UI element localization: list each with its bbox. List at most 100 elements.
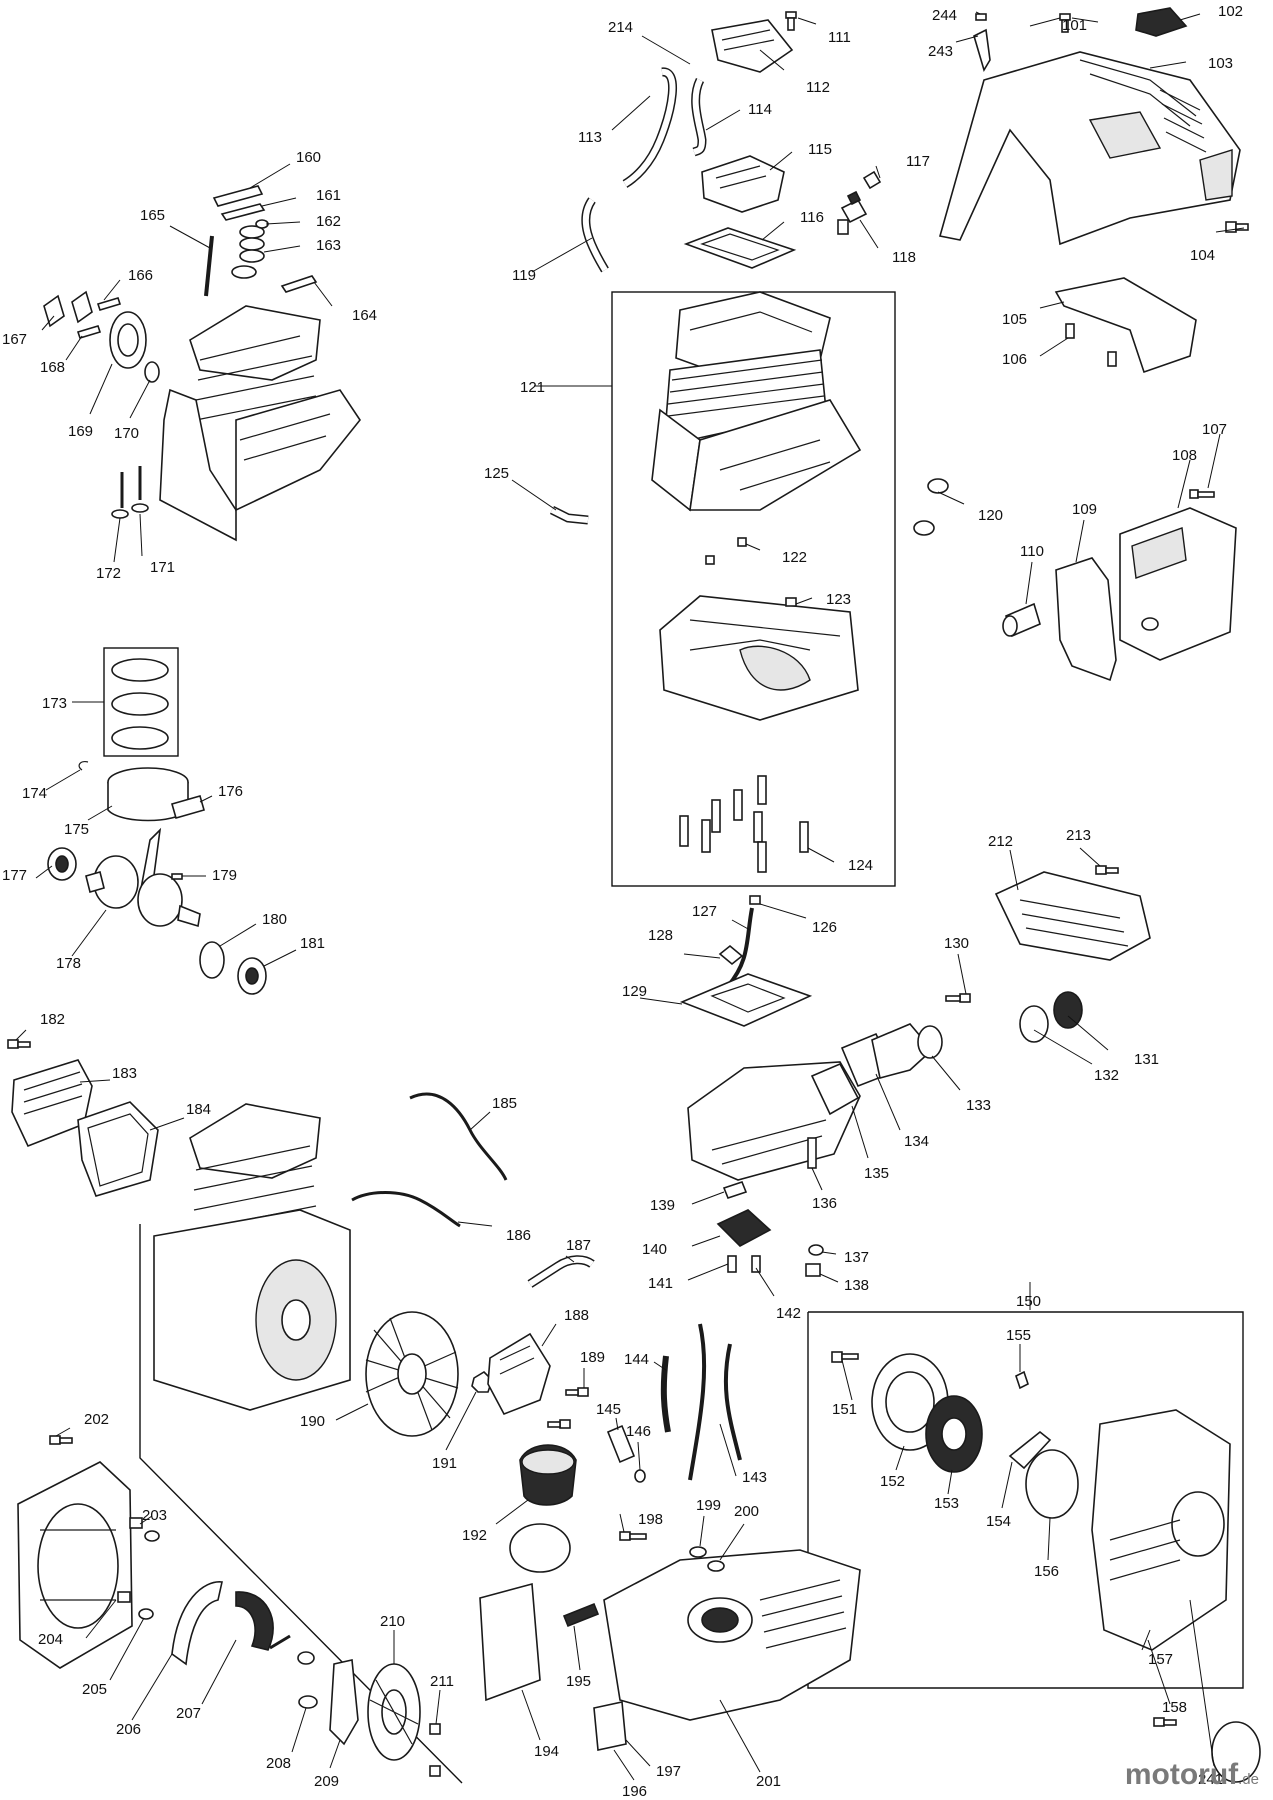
screw-151 (831, 1351, 859, 1363)
label-118: 118 (892, 249, 916, 266)
label-243: 243 (928, 43, 953, 60)
label-182: 182 (40, 1011, 65, 1028)
plate-139 (722, 1181, 748, 1199)
heat-shield-109 (1055, 557, 1117, 682)
label-180: 180 (262, 911, 287, 928)
ignition-wire-186 (351, 1191, 461, 1228)
label-144: 144 (624, 1351, 649, 1368)
label-119: 119 (512, 267, 536, 284)
label-128: 128 (648, 927, 673, 944)
label-214: 214 (608, 19, 633, 36)
cap-131 (1053, 991, 1083, 1029)
label-197 (593, 1701, 627, 1751)
seal-195 (562, 1602, 600, 1628)
label-114: 114 (748, 101, 772, 118)
label-161: 161 (316, 187, 341, 204)
fuel-lines-143 (688, 1323, 742, 1481)
ignition-coil-188 (487, 1332, 551, 1416)
decal-194 (479, 1523, 571, 1702)
label-133: 133 (966, 1097, 991, 1114)
bushing-120 (913, 478, 949, 536)
label-124: 124 (848, 857, 873, 874)
label-170: 170 (114, 425, 139, 442)
clip-126 (749, 895, 761, 905)
label-163: 163 (316, 237, 341, 254)
label-178: 178 (56, 955, 81, 972)
label-150: 150 (1016, 1293, 1041, 1310)
cylinder-block-left (159, 305, 361, 542)
label-135: 135 (864, 1165, 889, 1182)
seal-132 (1019, 1005, 1049, 1043)
label-101: 101 (1062, 17, 1087, 34)
label-191: 191 (432, 1455, 457, 1472)
pipe-114 (691, 77, 707, 157)
label-200: 200 (734, 1503, 759, 1520)
push-rod-165 (204, 235, 214, 297)
screw-158 (1153, 1717, 1177, 1727)
label-138: 138 (844, 1277, 869, 1294)
plug-138 (805, 1263, 821, 1277)
bearing-181 (237, 957, 267, 995)
key-179 (171, 873, 183, 880)
label-156: 156 (1034, 1563, 1059, 1580)
label-194: 194 (534, 1743, 559, 1760)
screw-213 (1095, 865, 1119, 875)
circlip-174 (78, 761, 89, 771)
label-132: 132 (1094, 1067, 1119, 1084)
gasket-116 (683, 227, 797, 269)
label-199: 199 (696, 1497, 721, 1514)
bolt-204 (117, 1591, 131, 1603)
label-165: 165 (140, 207, 165, 224)
rocker-arm-160 (212, 185, 266, 221)
label-113: 113 (578, 129, 602, 146)
clutch-shoe-206 (171, 1581, 223, 1666)
label-184: 184 (186, 1101, 211, 1118)
label-146: 146 (626, 1423, 651, 1440)
drum-210 (367, 1663, 421, 1761)
flywheel-190 (365, 1311, 459, 1437)
label-158: 158 (1162, 1699, 1187, 1716)
label-192: 192 (462, 1527, 487, 1544)
label-175: 175 (64, 821, 89, 838)
pin-166 (96, 297, 122, 311)
label-198: 198 (638, 1511, 663, 1528)
clutch-housing-202 (17, 1461, 133, 1669)
label-244: 244 (932, 7, 957, 24)
muffler-108 (1119, 507, 1237, 661)
watermark-suffix: .de (1238, 1771, 1259, 1788)
label-160: 160 (296, 149, 321, 166)
label-186: 186 (506, 1227, 531, 1244)
elbow-125 (549, 505, 589, 525)
label-104: 104 (1190, 247, 1215, 264)
label-110: 110 (1020, 543, 1044, 560)
handle-154 (1008, 1430, 1052, 1470)
label-134: 134 (904, 1133, 929, 1150)
screw-189 (565, 1387, 589, 1397)
watermark-logo: motoruf.de (1125, 1758, 1259, 1792)
fitting-128 (718, 944, 744, 966)
valves-171-172 (111, 466, 149, 519)
label-171: 171 (150, 559, 175, 576)
label-151: 151 (832, 1401, 857, 1418)
pipe-113 (622, 67, 678, 188)
rope-156 (1025, 1449, 1079, 1519)
nut-211 (429, 1723, 441, 1777)
washer-200 (707, 1560, 725, 1572)
fuel-cap-192 (519, 1444, 577, 1506)
label-177: 177 (2, 867, 27, 884)
label-157: 157 (1148, 1651, 1173, 1668)
bearing-177 (47, 847, 77, 881)
starter-housing-157 (1091, 1409, 1231, 1651)
screw-142 (751, 1255, 761, 1273)
cylinder-head-121 (651, 291, 862, 512)
watermark-text: motoruf (1124, 1758, 1239, 1791)
fuel-tank-201 (603, 1549, 861, 1721)
screw-nearflywheel (547, 1419, 571, 1429)
washer-199 (689, 1546, 707, 1558)
bolt-198 (619, 1531, 647, 1541)
label-181: 181 (300, 935, 325, 952)
label-123: 123 (826, 591, 851, 608)
screw-101 (1059, 13, 1071, 33)
pipe-119 (581, 197, 609, 273)
bolt-130 (945, 993, 971, 1003)
